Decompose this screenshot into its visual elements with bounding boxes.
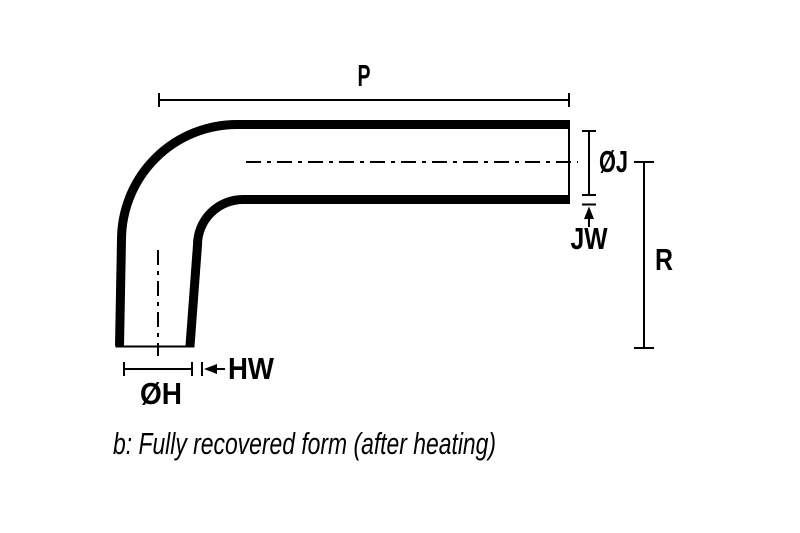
tube-outer-wall [115,120,570,347]
hw-left-arrow-icon [204,364,217,374]
label-oj: ØJ [599,144,628,179]
label-p: P [358,58,371,93]
centerlines [157,161,578,356]
dimension-oh: ØH [123,362,193,411]
jw-up-arrow-icon [584,206,594,219]
label-hw: HW [228,351,275,386]
label-r: R [655,242,673,277]
label-oh: ØH [140,376,182,411]
dimension-p: P [158,58,570,107]
dimension-jw: JW [571,203,609,256]
label-jw: JW [571,221,609,256]
dimension-hw: HW [201,351,275,386]
dimension-r: R [634,161,673,349]
tube-shape [115,120,570,348]
tube-inner-wall [185,195,570,347]
dimension-oj: ØJ [582,130,628,196]
figure-caption: b: Fully recovered form (after heating) [113,426,496,461]
